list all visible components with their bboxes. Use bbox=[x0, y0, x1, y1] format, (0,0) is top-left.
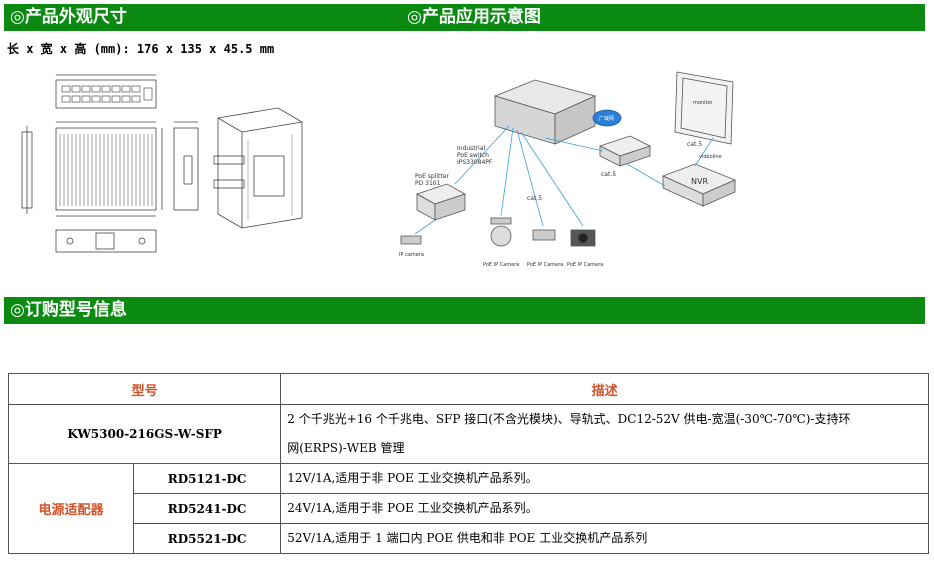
adapter-model-cell: RD5521-DC bbox=[132, 523, 282, 554]
adapter-description-cell: 12V/1A,适用于非 POE 工业交换机产品系列。 bbox=[280, 463, 929, 494]
ip-camera-icon bbox=[400, 235, 422, 245]
model-cell: KW5300-216GS-W-SFP bbox=[7, 404, 282, 464]
iso-view bbox=[217, 107, 303, 229]
adapter-description-cell: 52V/1A,适用于 1 端口内 POE 供电和非 POE 工业交换机产品系列 bbox=[280, 523, 929, 554]
front-view bbox=[55, 79, 157, 109]
adapter-model-cell: RD5241-DC bbox=[132, 493, 282, 524]
dome-camera-icon bbox=[490, 225, 512, 247]
description-line-1: 2 个千兆光+16 个千兆电、SFP 接口(不含光模块)、导轨式、DC12-52… bbox=[287, 412, 851, 426]
header-model: 型号 bbox=[7, 373, 282, 405]
splitter-label-2: PD 3101 bbox=[415, 180, 441, 187]
top-view bbox=[55, 127, 157, 211]
dimensions-text: 长 x 宽 x 高 (mm): 176 x 135 x 45.5 mm bbox=[7, 42, 275, 56]
application-title: ◎产品应用示意图 bbox=[407, 7, 541, 27]
header-description: 描述 bbox=[280, 373, 929, 405]
video-line-label: videoline bbox=[699, 154, 722, 160]
cloud-label: 广域网 bbox=[599, 115, 614, 122]
switch-label-3: IPS33084PF bbox=[457, 159, 493, 166]
monitor-label: monitor bbox=[693, 100, 714, 106]
cat5-label-c: cat.5 bbox=[687, 141, 702, 148]
dimensions-title: ◎产品外观尺寸 bbox=[10, 7, 127, 27]
poe-camera-label-2: PoE IP Camera bbox=[527, 262, 563, 268]
adapter-model-cell: RD5121-DC bbox=[132, 463, 282, 494]
bullet-camera-icon bbox=[532, 229, 556, 241]
description-line-2: 网(ERPS)-WEB 管理 bbox=[287, 441, 405, 455]
section-header-order: ◎订购型号信息 bbox=[4, 297, 925, 324]
poe-camera-label-3: PoE IP Camera bbox=[567, 262, 603, 268]
side-view bbox=[173, 127, 199, 211]
cloud-icon bbox=[592, 109, 622, 127]
bottom-view bbox=[55, 229, 157, 253]
description-cell: 2 个千兆光+16 个千兆电、SFP 接口(不含光模块)、导轨式、DC12-52… bbox=[280, 404, 929, 464]
table-row: 电源适配器 RD5121-DC 12V/1A,适用于非 POE 工业交换机产品系… bbox=[8, 463, 929, 554]
table-row: RD5521-DC 52V/1A,适用于 1 端口内 POE 供电和非 POE … bbox=[9, 523, 929, 554]
cat5-label-b: cat.5 bbox=[601, 171, 616, 178]
cat5-label-a: cat.5 bbox=[527, 195, 542, 202]
table-row: RD5241-DC 24V/1A,适用于非 POE 工业交换机产品系列。 bbox=[9, 493, 929, 524]
switch-label-1: Industrial bbox=[457, 145, 485, 152]
order-title: ◎订购型号信息 bbox=[10, 300, 127, 320]
order-table: 型号 描述 KW5300-216GS-W-SFP 2 个千兆光+16 个千兆电、… bbox=[7, 373, 929, 554]
application-diagram: Industrial PoE switch IPS33084PF PoE spl… bbox=[399, 71, 737, 268]
section-header-top: ◎产品外观尺寸 ◎产品应用示意图 bbox=[4, 4, 925, 31]
switch-label-2: PoE switch bbox=[457, 152, 489, 159]
adapter-group-label: 电源适配器 bbox=[8, 463, 134, 554]
dimension-drawing bbox=[21, 74, 303, 253]
poe-camera-label-1: PoE IP Camera bbox=[483, 262, 519, 268]
splitter-label-1: PoE splitter bbox=[415, 173, 449, 180]
nvr-label: NVR bbox=[691, 177, 708, 186]
table-row: KW5300-216GS-W-SFP 2 个千兆光+16 个千兆电、SFP 接口… bbox=[7, 404, 929, 464]
table-header-row: 型号 描述 bbox=[7, 373, 929, 405]
monitor-icon bbox=[674, 71, 734, 145]
ip-camera-label: IP camera bbox=[399, 252, 424, 258]
adapter-description-cell: 24V/1A,适用于非 POE 工业交换机产品系列。 bbox=[280, 493, 929, 524]
